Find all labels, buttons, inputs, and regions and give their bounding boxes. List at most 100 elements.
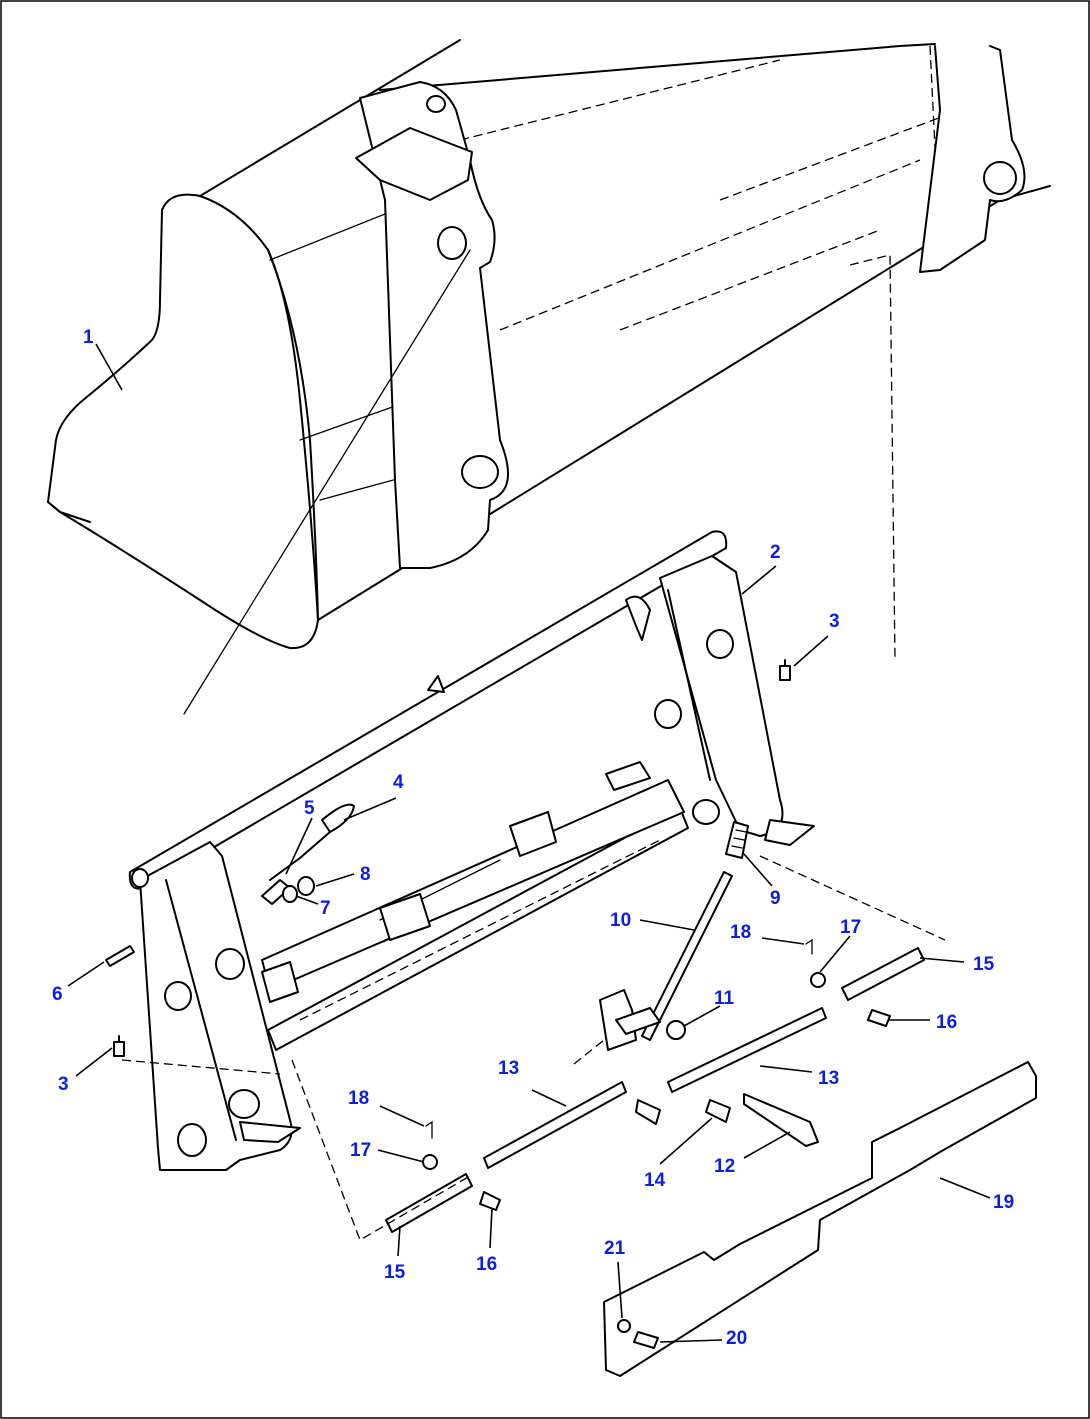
assembly-line-1 bbox=[121, 1059, 281, 1075]
frame-right-upper-boss bbox=[706, 629, 734, 659]
frame-right-mid-boss bbox=[654, 699, 682, 729]
callout-13: 13 bbox=[498, 1058, 519, 1079]
lock-bracket-pin bbox=[615, 1007, 661, 1035]
frame-bottom-rail bbox=[267, 807, 689, 1051]
frame-top-tube bbox=[128, 530, 728, 890]
bucket-hidden-4 bbox=[719, 109, 961, 201]
pivot-pin bbox=[743, 1093, 819, 1147]
grease-fitting-right bbox=[779, 659, 791, 681]
callout-7: 7 bbox=[320, 898, 331, 919]
control-rod bbox=[641, 871, 733, 1041]
bucket-left-hook-bracket bbox=[359, 81, 509, 569]
callout-17: 17 bbox=[840, 917, 861, 938]
bucket-hidden-3 bbox=[619, 229, 881, 331]
callout-11: 11 bbox=[714, 988, 735, 1009]
frame-right-plate-inner bbox=[667, 589, 711, 781]
callout-13: 13 bbox=[818, 1068, 839, 1089]
bucket-upper-pin-boss bbox=[437, 226, 467, 260]
callout-14: 14 bbox=[644, 1170, 666, 1191]
frame-right-foot bbox=[764, 819, 815, 846]
callout-1: 1 bbox=[83, 327, 94, 348]
bucket-right-hook-bracket bbox=[919, 45, 1026, 273]
leader-15a bbox=[919, 957, 965, 963]
bucket bbox=[47, 39, 1051, 715]
callout-5: 5 bbox=[304, 798, 315, 819]
leader-15b bbox=[397, 1225, 401, 1257]
leader-18b bbox=[379, 1105, 425, 1127]
bucket-lower-pin-boss bbox=[461, 455, 499, 489]
callout-21: 21 bbox=[604, 1238, 626, 1259]
frame-left-plate-inner bbox=[165, 879, 237, 1141]
callout-19: 19 bbox=[993, 1192, 1014, 1213]
bucket-hidden-2 bbox=[499, 159, 921, 331]
leader-17b bbox=[377, 1149, 425, 1163]
spring-coils bbox=[731, 829, 747, 849]
frame-left-lower-boss bbox=[228, 1089, 260, 1119]
leader-3b bbox=[75, 1047, 113, 1077]
bushing bbox=[297, 876, 315, 896]
bucket-hook-hole bbox=[426, 95, 446, 113]
leader-6 bbox=[67, 961, 105, 987]
leader-1 bbox=[95, 343, 123, 391]
bucket-top-back bbox=[379, 43, 936, 91]
frame-upper-lug bbox=[605, 761, 651, 791]
leader-20 bbox=[659, 1339, 723, 1343]
leader-2 bbox=[741, 565, 777, 595]
bucket-hidden-1 bbox=[459, 59, 781, 141]
lock-bar-right bbox=[667, 1007, 827, 1093]
cover-plate-hole bbox=[617, 1319, 631, 1333]
grease-fitting-left-body bbox=[113, 1041, 125, 1057]
callout-18: 18 bbox=[348, 1088, 369, 1109]
leader-12 bbox=[743, 1131, 791, 1159]
washer bbox=[282, 885, 298, 903]
callout-15: 15 bbox=[973, 954, 995, 975]
assembly-line-4 bbox=[759, 855, 946, 941]
frame-rail-hidden bbox=[299, 839, 661, 1021]
leader-21 bbox=[617, 1261, 623, 1319]
grease-fitting-right-body bbox=[779, 665, 791, 681]
leader-lines bbox=[67, 343, 991, 1343]
spring bbox=[725, 821, 749, 859]
collar bbox=[666, 1020, 686, 1040]
assembly-line-3 bbox=[573, 1039, 605, 1065]
leader-9 bbox=[743, 853, 773, 887]
callout-12: 12 bbox=[714, 1156, 735, 1177]
pin-chain bbox=[269, 831, 331, 881]
small-parts bbox=[105, 659, 1037, 1377]
callout-20: 20 bbox=[726, 1328, 747, 1349]
frame-mid-block bbox=[379, 893, 431, 941]
leader-17a bbox=[819, 935, 851, 973]
frame-top-tube-end bbox=[131, 868, 149, 888]
assembly-line-2 bbox=[291, 1059, 471, 1241]
callout-8: 8 bbox=[360, 864, 371, 885]
bucket-side-inner bbox=[267, 249, 319, 621]
pin-handle-ring bbox=[321, 803, 355, 833]
bucket-hook-top-plate bbox=[355, 127, 473, 201]
leader-10 bbox=[639, 919, 695, 931]
callout-16: 16 bbox=[936, 1012, 957, 1033]
frame-left-block bbox=[261, 961, 299, 1003]
frame-left-upper-boss bbox=[215, 948, 245, 980]
callout-6: 6 bbox=[52, 984, 63, 1005]
nut-17a bbox=[810, 972, 826, 988]
frame-top-tab bbox=[427, 675, 445, 693]
callout-9: 9 bbox=[770, 888, 781, 909]
leader-14 bbox=[659, 1117, 713, 1165]
bucket-right-pin-boss bbox=[983, 161, 1017, 195]
frame-left-foot-boss bbox=[177, 1123, 207, 1157]
bucket-side-plate bbox=[47, 193, 319, 650]
leader-18a bbox=[761, 937, 805, 945]
callout-17: 17 bbox=[350, 1140, 371, 1161]
bolt-6 bbox=[105, 945, 135, 967]
bolt-16a bbox=[867, 1009, 891, 1027]
callout-10: 10 bbox=[610, 910, 631, 931]
bolt-14a bbox=[635, 1099, 661, 1125]
frame-cross-beam bbox=[261, 779, 685, 991]
lock-pin-left bbox=[385, 1173, 473, 1233]
callout-4: 4 bbox=[393, 772, 404, 793]
leader-19 bbox=[939, 1177, 991, 1199]
bucket-right-dashed-link bbox=[849, 254, 896, 661]
